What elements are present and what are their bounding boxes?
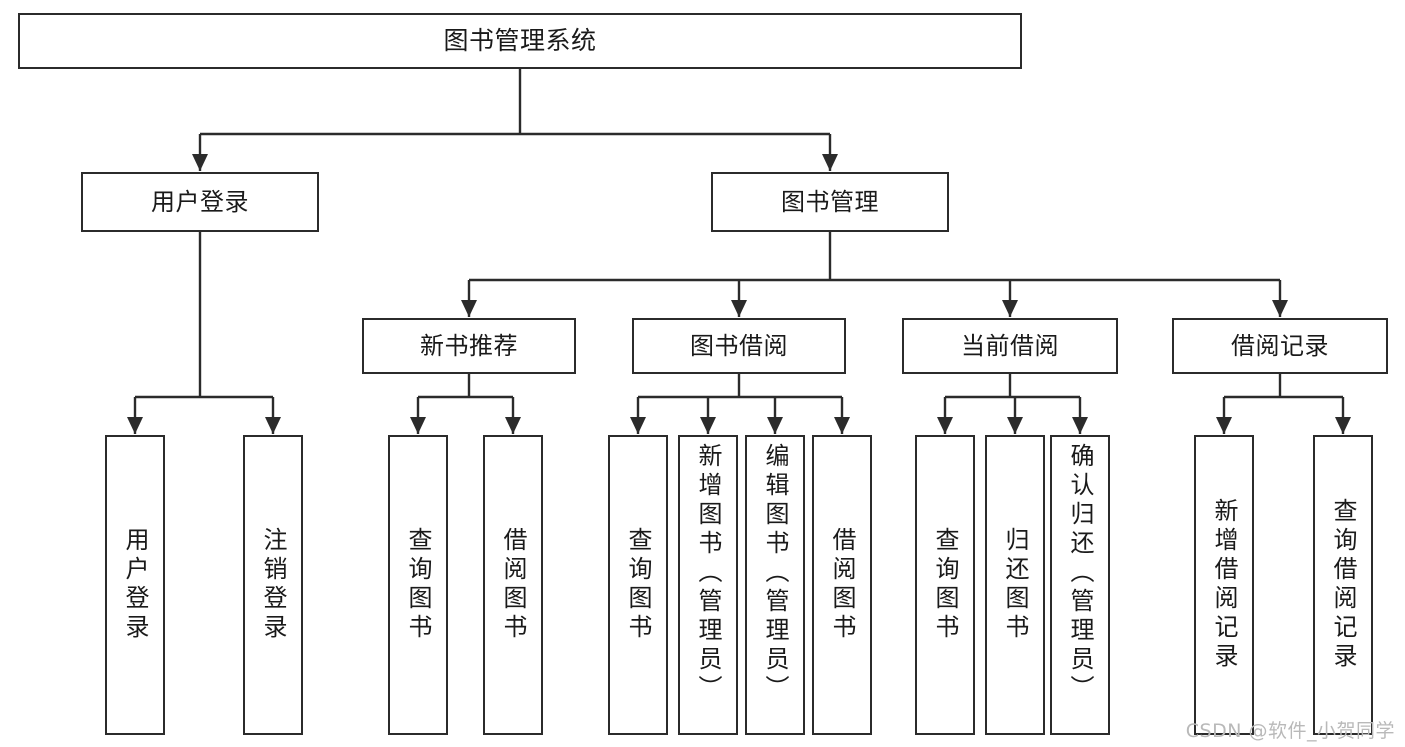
node-leaf-query-book-3[interactable]: 查询图书 <box>915 435 975 735</box>
node-book-borrow[interactable]: 图书借阅 <box>632 318 846 374</box>
node-leaf-edit-book-label: 编辑图书（管理员） <box>761 443 789 704</box>
node-leaf-confirm-return-label: 确认归还（管理员） <box>1066 443 1094 704</box>
node-new-book-recommend-label: 新书推荐 <box>420 331 518 360</box>
node-leaf-query-book-2-label: 查询图书 <box>624 527 652 643</box>
node-leaf-query-book-1-label: 查询图书 <box>404 527 432 643</box>
node-leaf-user-login[interactable]: 用户登录 <box>105 435 165 735</box>
node-borrow-record-label: 借阅记录 <box>1231 331 1329 360</box>
node-leaf-edit-book[interactable]: 编辑图书（管理员） <box>745 435 805 735</box>
node-leaf-logout[interactable]: 注销登录 <box>243 435 303 735</box>
node-leaf-return-book[interactable]: 归还图书 <box>985 435 1045 735</box>
node-leaf-return-book-label: 归还图书 <box>1001 527 1029 643</box>
node-book-manage-label: 图书管理 <box>781 187 879 216</box>
node-current-borrow[interactable]: 当前借阅 <box>902 318 1118 374</box>
node-leaf-query-record[interactable]: 查询借阅记录 <box>1313 435 1373 735</box>
node-book-manage[interactable]: 图书管理 <box>711 172 949 232</box>
node-root-label: 图书管理系统 <box>443 26 597 56</box>
node-leaf-query-record-label: 查询借阅记录 <box>1329 498 1357 672</box>
node-leaf-query-book-3-label: 查询图书 <box>931 527 959 643</box>
node-leaf-confirm-return[interactable]: 确认归还（管理员） <box>1050 435 1110 735</box>
node-book-borrow-label: 图书借阅 <box>690 331 788 360</box>
node-leaf-logout-label: 注销登录 <box>259 527 287 643</box>
node-leaf-borrow-book-1[interactable]: 借阅图书 <box>483 435 543 735</box>
node-user-login-label: 用户登录 <box>151 187 249 216</box>
node-leaf-borrow-book-2[interactable]: 借阅图书 <box>812 435 872 735</box>
node-leaf-add-record-label: 新增借阅记录 <box>1210 498 1238 672</box>
node-borrow-record[interactable]: 借阅记录 <box>1172 318 1388 374</box>
node-user-login[interactable]: 用户登录 <box>81 172 319 232</box>
watermark: CSDN @软件_小贺同学 <box>1185 720 1395 742</box>
node-leaf-user-login-label: 用户登录 <box>121 527 149 643</box>
node-current-borrow-label: 当前借阅 <box>961 331 1059 360</box>
node-new-book-recommend[interactable]: 新书推荐 <box>362 318 576 374</box>
node-root[interactable]: 图书管理系统 <box>18 13 1022 69</box>
node-leaf-add-record[interactable]: 新增借阅记录 <box>1194 435 1254 735</box>
node-leaf-query-book-1[interactable]: 查询图书 <box>388 435 448 735</box>
node-leaf-add-book[interactable]: 新增图书（管理员） <box>678 435 738 735</box>
node-leaf-borrow-book-1-label: 借阅图书 <box>499 527 527 643</box>
node-leaf-add-book-label: 新增图书（管理员） <box>694 443 722 704</box>
node-leaf-query-book-2[interactable]: 查询图书 <box>608 435 668 735</box>
node-leaf-borrow-book-2-label: 借阅图书 <box>828 527 856 643</box>
